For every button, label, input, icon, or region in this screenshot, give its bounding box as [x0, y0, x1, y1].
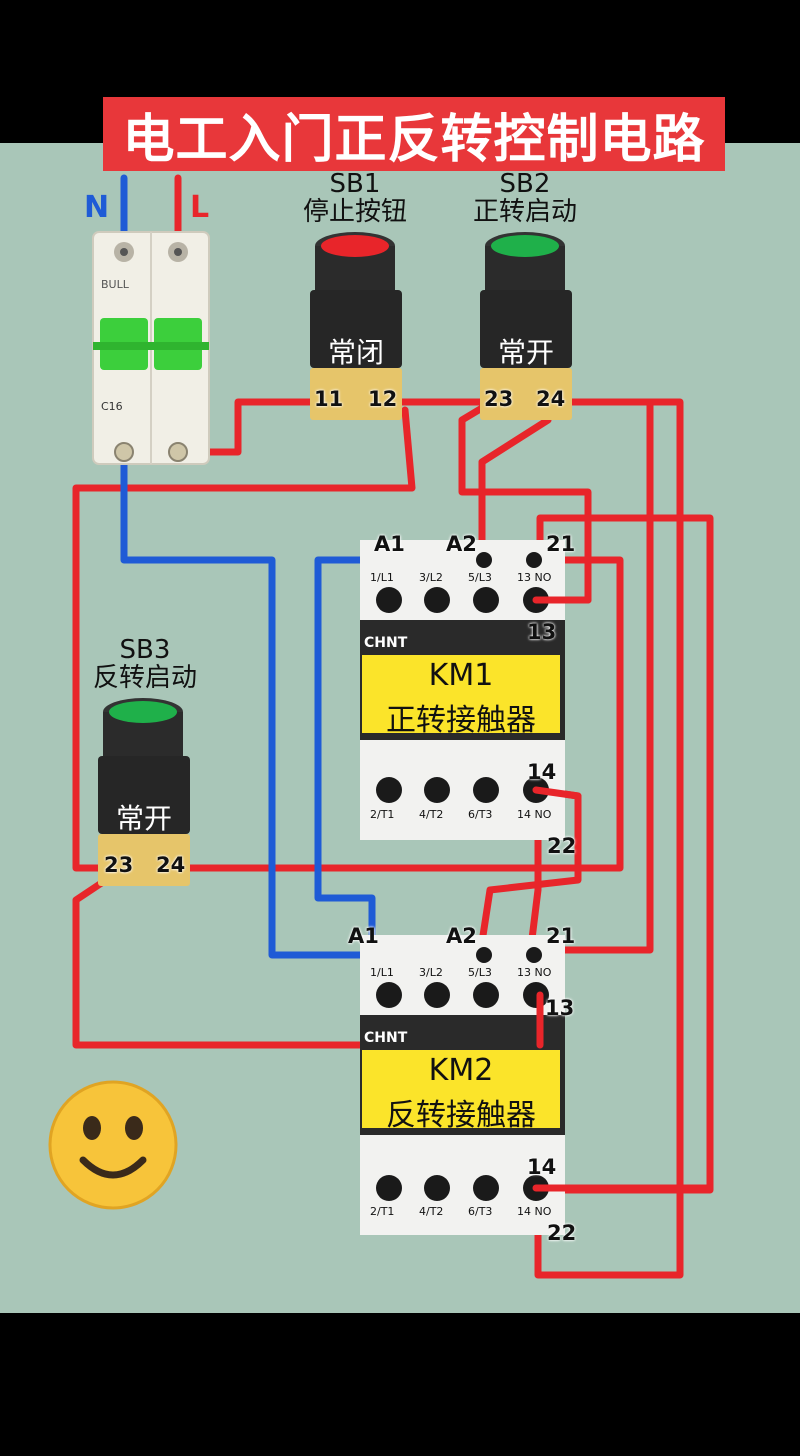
sb3-terminal-24: 24	[156, 853, 186, 877]
km2-terminal-14: 14	[527, 1155, 557, 1179]
sb2-name: SB2	[499, 169, 551, 199]
km2-top-term-4: 13 NO	[517, 966, 552, 979]
km2-terminal-21: 21	[546, 924, 576, 948]
km2-desc: 反转接触器	[386, 1098, 536, 1133]
km1-a1: A1	[374, 532, 405, 556]
km2-bottom-term-4: 14 NO	[517, 1205, 552, 1218]
wire-sb1-sb3	[72, 406, 416, 872]
km1-terminal-21: 21	[546, 532, 576, 556]
l-label: L	[190, 190, 210, 225]
km2-body	[360, 935, 565, 1235]
km1-body	[360, 540, 565, 840]
sb1-terminal-11: 11	[314, 387, 344, 411]
circuit-breaker	[92, 231, 210, 465]
km1-brand: CHNT	[364, 635, 408, 651]
breaker-brand: BULL	[101, 278, 129, 291]
title-banner: 电工入门正反转控制电路	[103, 97, 725, 171]
km1-bottom-term-3: 6/T3	[468, 808, 493, 821]
wire-km1-14-term	[532, 786, 582, 800]
n-label: N	[84, 190, 110, 225]
sb2-terminal-23: 23	[484, 387, 514, 411]
wire-km1-22	[526, 836, 542, 959]
n-wire-km2	[314, 556, 379, 959]
sb3-body	[98, 698, 190, 886]
km2-bottom-term-1: 2/T1	[370, 1205, 395, 1218]
sb2-desc: 正转启动	[472, 197, 577, 227]
km2-name: KM2	[428, 1053, 494, 1088]
page-title: 电工入门正反转控制电路	[122, 109, 706, 170]
km1-a2: A2	[446, 532, 477, 556]
sb3-desc: 反转启动	[92, 663, 197, 693]
sb3-terminal-23: 23	[104, 853, 134, 877]
wire-sb2-24	[534, 398, 684, 1279]
km1-name: KM1	[428, 658, 494, 693]
km1-top-term-2: 3/L2	[419, 571, 443, 584]
km2-terminal-13: 13	[545, 996, 575, 1020]
km2-top-term-2: 3/L2	[419, 966, 443, 979]
km1-top-term-4: 13 NO	[517, 571, 552, 584]
km2-a2: A2	[446, 924, 477, 948]
km2-a1: A1	[348, 924, 379, 948]
km1-bottom-term-1: 2/T1	[370, 808, 395, 821]
km2-terminal-22: 22	[547, 1221, 577, 1245]
sb1-state: 常闭	[327, 336, 384, 369]
km2-brand: CHNT	[364, 1030, 408, 1046]
sb2-terminal-24: 24	[536, 387, 566, 411]
sb1-body	[310, 232, 402, 420]
km1-terminal-14: 14	[527, 760, 557, 784]
sb1-terminal-12: 12	[368, 387, 398, 411]
n-wire-km1	[120, 448, 379, 959]
km1-top-term-3: 5/L3	[468, 571, 492, 584]
km2-bottom-term-3: 6/T3	[468, 1205, 493, 1218]
wire-km1-21b	[186, 556, 624, 872]
km2-bottom-term-2: 4/T2	[419, 1205, 444, 1218]
sb2-state: 常开	[497, 336, 554, 369]
km1-desc: 正转接触器	[386, 703, 536, 738]
smiling-face-icon	[48, 1080, 178, 1210]
sb1-desc: 停止按钮	[302, 197, 407, 227]
km1-terminal-13: 13	[527, 620, 557, 644]
sb2-body	[480, 232, 572, 420]
km2-top-term-1: 1/L1	[370, 966, 394, 979]
km1-bottom-term-2: 4/T2	[419, 808, 444, 821]
km1-top-term-1: 1/L1	[370, 571, 394, 584]
sb3-name: SB3	[119, 635, 171, 665]
breaker-rating: C16	[101, 400, 123, 413]
km1-terminal-22: 22	[547, 834, 577, 858]
sb3-state: 常开	[115, 802, 172, 835]
sb1-name: SB1	[329, 169, 381, 199]
km1-bottom-term-4: 14 NO	[517, 808, 552, 821]
km2-top-term-3: 5/L3	[468, 966, 492, 979]
